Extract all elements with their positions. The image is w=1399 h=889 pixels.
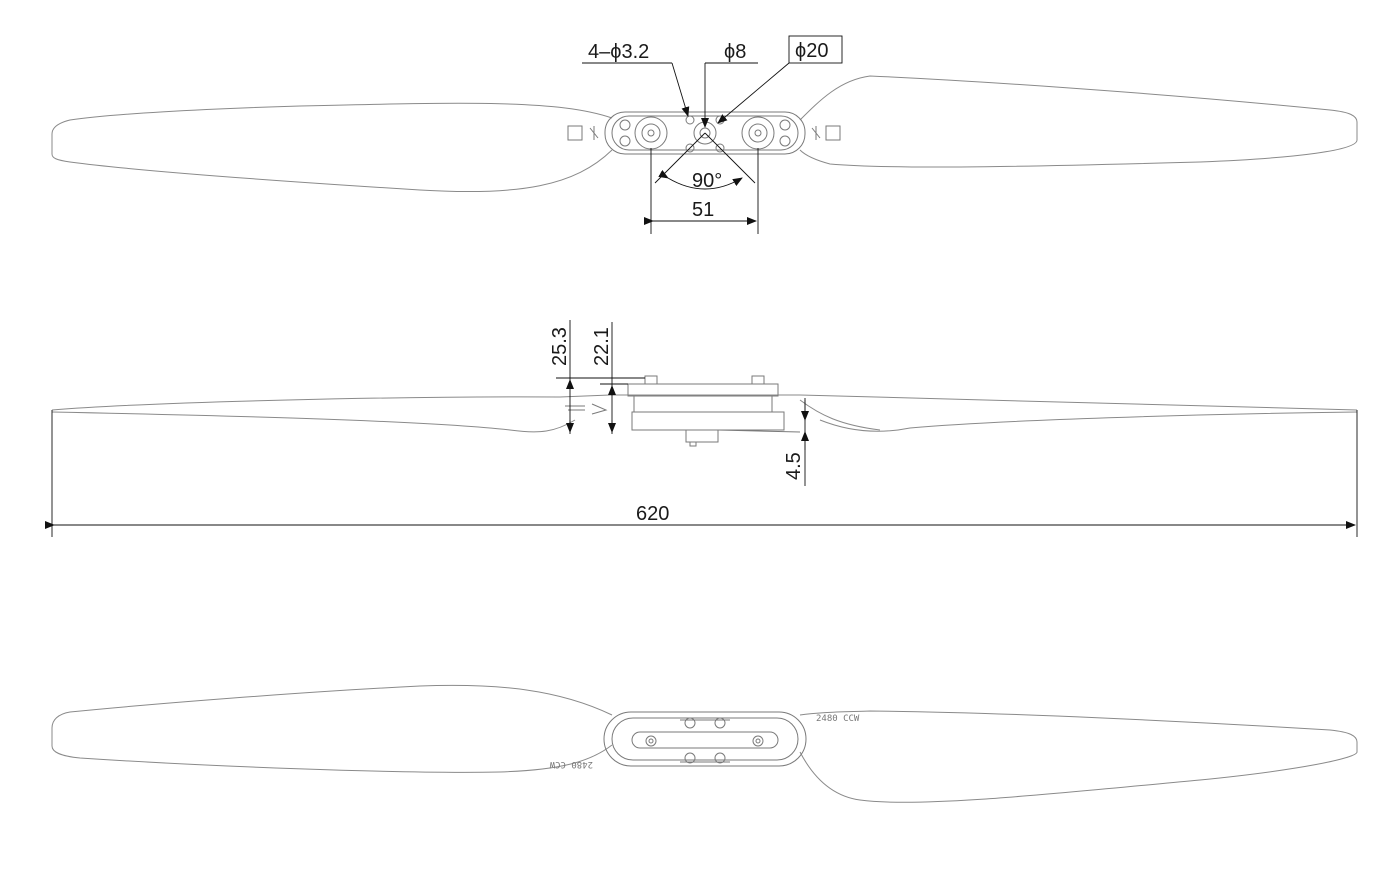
bottom-marking-right: 2480 CCW bbox=[816, 714, 860, 724]
side-blade-outline bbox=[51, 394, 1358, 411]
hub-diameter-label: ϕ20 bbox=[795, 40, 828, 62]
height-total-label: 25.3 bbox=[549, 327, 571, 366]
hub-diameter-box bbox=[788, 35, 843, 64]
top-view: 4–ϕ3.2 ϕ8 ϕ20 90° 51 bbox=[51, 35, 1358, 234]
offset-label: 4.5 bbox=[783, 452, 805, 480]
height-hub-label: 22.1 bbox=[591, 327, 613, 366]
bottom-right-blade bbox=[799, 710, 1358, 803]
side-view: 25.3 22.1 4.5 620 bbox=[45, 320, 1358, 537]
hole-pattern-label: 4–ϕ3.2 bbox=[588, 41, 649, 63]
right-blade-outline bbox=[799, 75, 1358, 168]
bottom-left-blade bbox=[51, 684, 613, 773]
left-blade-outline bbox=[51, 102, 613, 193]
bottom-marking-left: 2480 CCW bbox=[549, 759, 593, 769]
angle-label: 90° bbox=[692, 170, 722, 192]
bottom-hub bbox=[603, 711, 807, 767]
hole-spacing-label: 51 bbox=[692, 199, 714, 221]
center-hole-label: ϕ8 bbox=[724, 41, 746, 63]
side-hub bbox=[627, 383, 779, 397]
span-label: 620 bbox=[636, 503, 669, 525]
bottom-view: 2480 CCW 2480 CCW bbox=[51, 684, 1358, 803]
